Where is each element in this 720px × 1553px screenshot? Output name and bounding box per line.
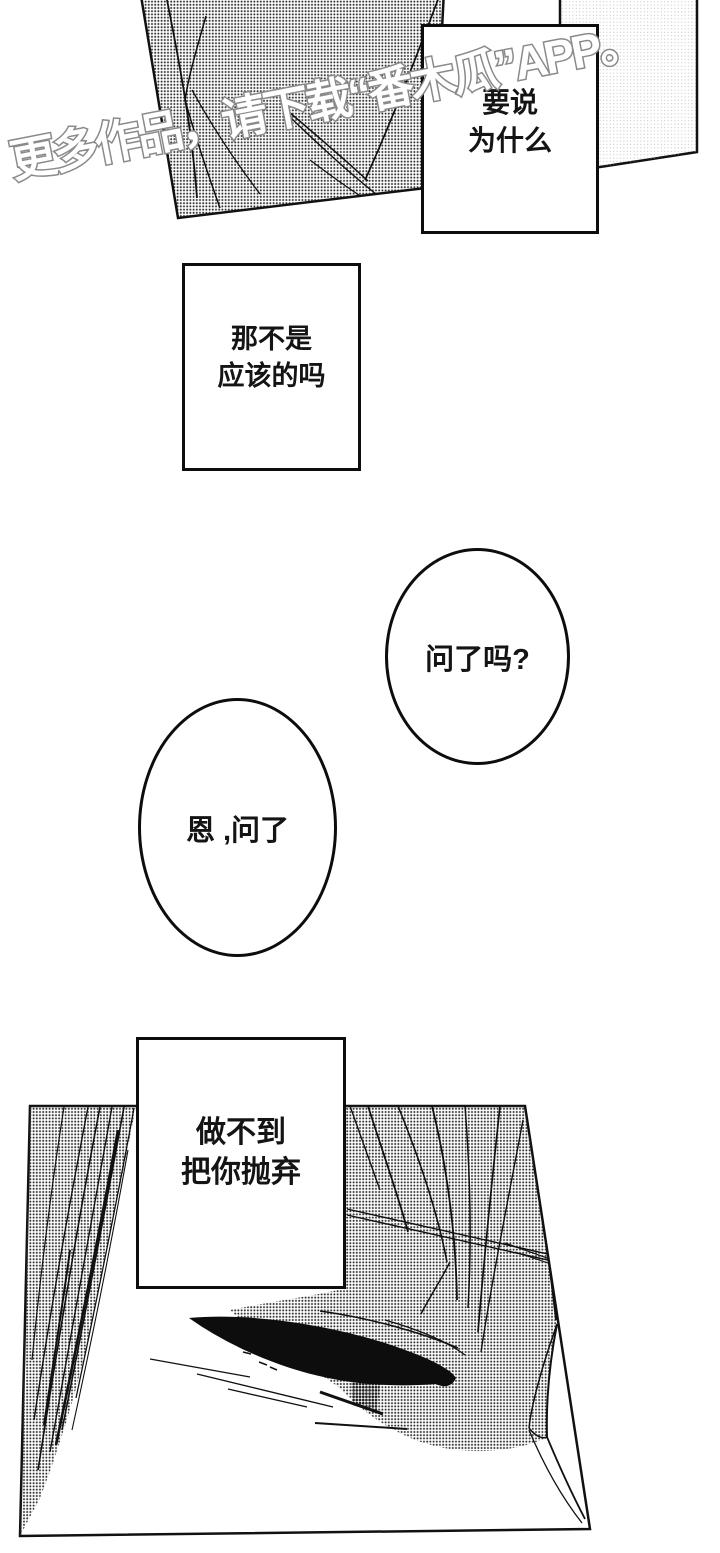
speech-box-isnt-it: 那不是 应该的吗 xyxy=(182,263,361,471)
speech-box-why: 要说 为什么 xyxy=(421,24,599,234)
chin-strand-lines xyxy=(528,1323,586,1524)
speech-line: 恩 ,问了 xyxy=(185,814,290,847)
closed-eye-art xyxy=(189,1316,456,1387)
top-panel-fold-lines xyxy=(165,0,440,209)
speech-line: 把你抛弃 xyxy=(181,1156,301,1189)
speech-box-cannot-abandon: 做不到 把你抛弃 xyxy=(136,1037,346,1289)
speech-line: 为什么 xyxy=(467,125,552,156)
speech-line: 做不到 xyxy=(196,1116,286,1149)
speech-line: 问了吗? xyxy=(425,643,530,676)
speech-line: 那不是 xyxy=(231,324,312,354)
speech-line: 要说 xyxy=(481,87,538,118)
top-panel xyxy=(140,0,445,220)
left-hair-strands xyxy=(31,1106,135,1471)
speed-lines xyxy=(149,1351,408,1430)
speech-ellipse-yes-asked: 恩 ,问了 xyxy=(138,698,337,957)
speech-ellipse-did-you-ask: 问了吗? xyxy=(385,548,570,765)
brow-lines xyxy=(319,1310,466,1356)
speech-line: 应该的吗 xyxy=(217,361,326,391)
